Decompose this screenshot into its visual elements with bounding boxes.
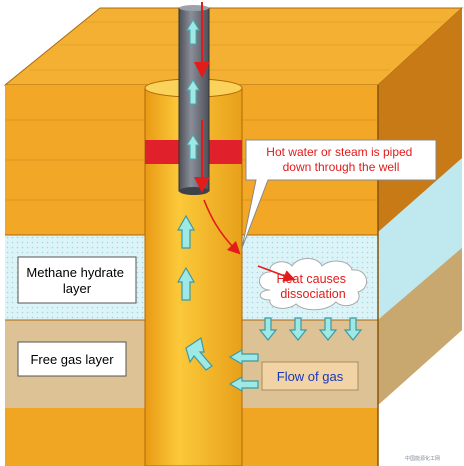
flow-of-gas-box <box>261 361 359 391</box>
watermark: 中国能源化工网 <box>405 455 440 462</box>
hot-water-label: Hot water or steam is piped down through… <box>266 145 415 174</box>
left-arrow-icon <box>228 348 259 393</box>
down-arrow-icon <box>258 317 363 341</box>
flow-of-gas-label: Flow of gas <box>277 369 344 384</box>
methane-hydrate-label: Methane hydrate layer <box>26 265 127 296</box>
heat-causes-label: Heat causes dissociation <box>277 272 350 301</box>
up-arrow-icon <box>176 214 213 371</box>
right-face-freegas <box>378 248 462 405</box>
right-face-hydrate <box>378 158 462 320</box>
hot-water-callout <box>241 139 437 249</box>
methane-hydrate-label-box <box>17 256 137 304</box>
free-gas-label: Free gas layer <box>30 352 114 367</box>
free-gas-label-box <box>17 341 127 377</box>
up-arrow-icon <box>186 19 200 160</box>
